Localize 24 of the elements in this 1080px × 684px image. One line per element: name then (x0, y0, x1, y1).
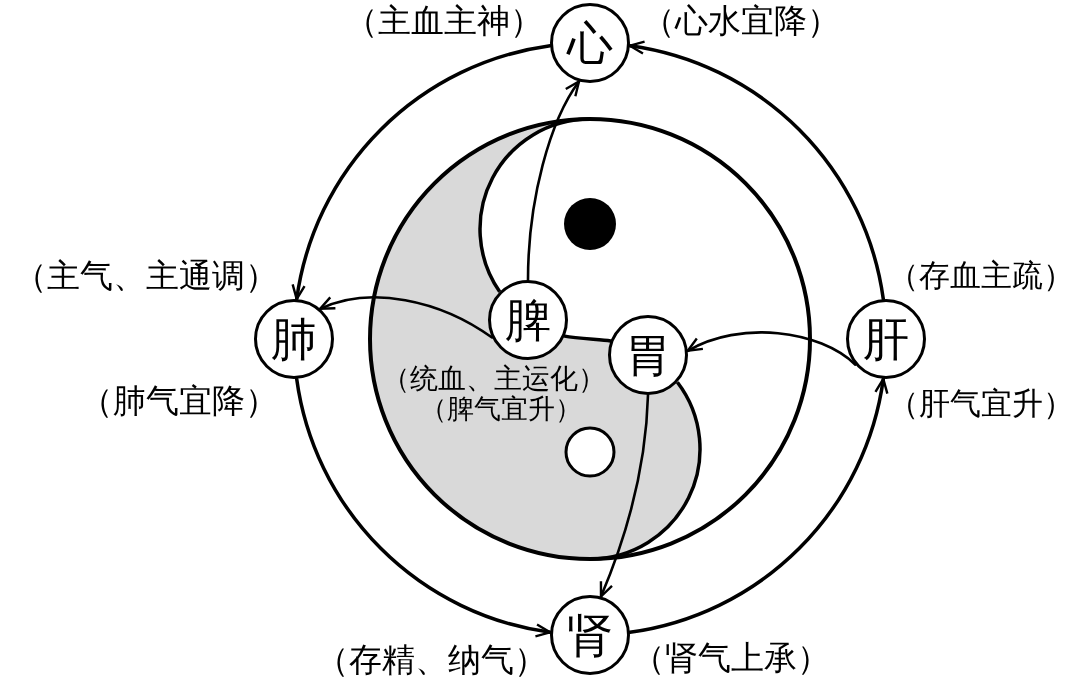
annotation-text: （存血主疏） (888, 258, 1074, 293)
annotation-text: （肺气宜降） (80, 383, 278, 420)
annotation-text: （肝气宜升） (888, 386, 1074, 421)
arrow (318, 296, 494, 339)
arrow (628, 377, 888, 635)
circle-node: 肾 (550, 595, 630, 675)
annotation-text: （统血、主运化） (382, 364, 606, 395)
circle-node: 心 (550, 3, 630, 83)
annotation-text: （主血主神） (345, 3, 543, 40)
annotation-text: （肾气上承） (632, 640, 830, 677)
annotation-text: （主气、主通调） (14, 258, 278, 295)
arrow (292, 43, 552, 301)
annotation-text: （脾气宜升） (420, 394, 582, 424)
annotation-text: （存精、纳气） (316, 642, 547, 679)
circle-node: 肝 (846, 299, 926, 379)
arrow (294, 377, 552, 637)
arrow (628, 41, 886, 301)
circle-node: 肺 (254, 299, 334, 379)
arrow (599, 393, 650, 598)
arrow (686, 331, 857, 366)
annotation-text: （心水宜降） (642, 3, 840, 40)
arrow (526, 80, 581, 282)
circle-node: 胃 (608, 315, 688, 395)
connector-line (562, 334, 613, 343)
